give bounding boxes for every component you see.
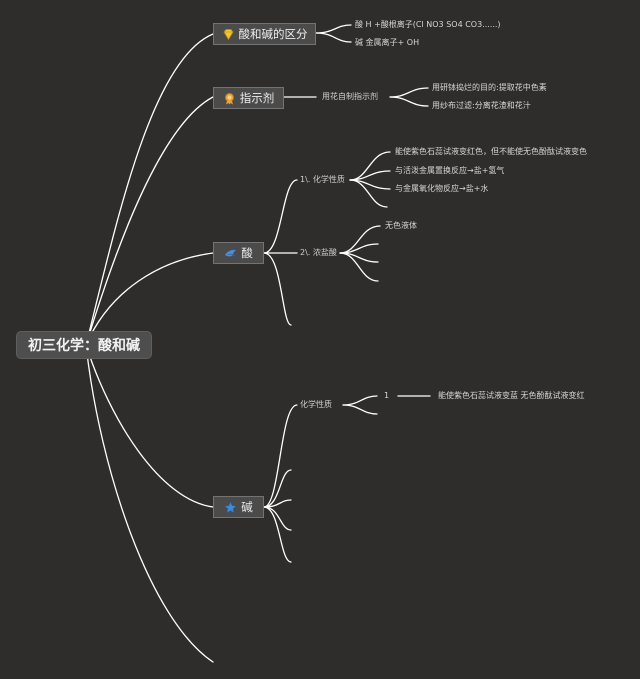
base-item-number: 1 (384, 391, 390, 400)
acid-conc-hcl: 2\. 浓盐酸 (300, 248, 337, 257)
topic-acid-label: 酸 (241, 246, 253, 260)
medal-icon (223, 92, 236, 105)
topic-distinguish[interactable]: 酸和碱的区分 (213, 23, 316, 45)
topic-base-label: 碱 (241, 500, 253, 514)
root-topic[interactable]: 初三化学：酸和碱 (16, 331, 152, 359)
indicator-child-mortar: 用研钵捣烂的目的:提取花中色素 (432, 83, 547, 92)
distinguish-base-item: 碱 金属离子+ OH (355, 38, 420, 47)
indicator-homemade: 用花自制指示剂 (322, 92, 378, 101)
connector-lines (85, 24, 431, 663)
base-prop-indicator: 能使紫色石蕊试液变蓝 无色酚酞试液变红 (438, 391, 585, 400)
acid-prop-oxide: 与金属氧化物反应→盐+水 (395, 184, 489, 193)
acid-prop-metal: 与活泼金属置换反应→盐+氢气 (395, 166, 505, 175)
acid-chem-properties: 1\. 化学性质 (300, 175, 345, 184)
distinguish-acid-item: 酸 H +酸根离子(Cl NO3 SO4 CO3......) (355, 20, 501, 29)
star-icon (224, 500, 238, 514)
indicator-child-gauze: 用纱布过滤:分离花渣和花汁 (432, 101, 531, 110)
base-chem-properties: 化学性质 (300, 400, 332, 409)
bird-icon (224, 247, 237, 260)
topic-acid[interactable]: 酸 (213, 242, 264, 264)
topic-indicator-label: 指示剂 (239, 91, 275, 105)
topic-indicator[interactable]: 指示剂 (213, 87, 284, 109)
acid-prop-indicator: 能使紫色石蕊试液变红色，但不能使无色酚酞试液变色 (395, 147, 587, 156)
topic-distinguish-label: 酸和碱的区分 (238, 27, 308, 41)
diamond-icon (222, 28, 235, 41)
hcl-colorless-liquid: 无色液体 (385, 221, 417, 230)
topic-base[interactable]: 碱 (213, 496, 264, 518)
